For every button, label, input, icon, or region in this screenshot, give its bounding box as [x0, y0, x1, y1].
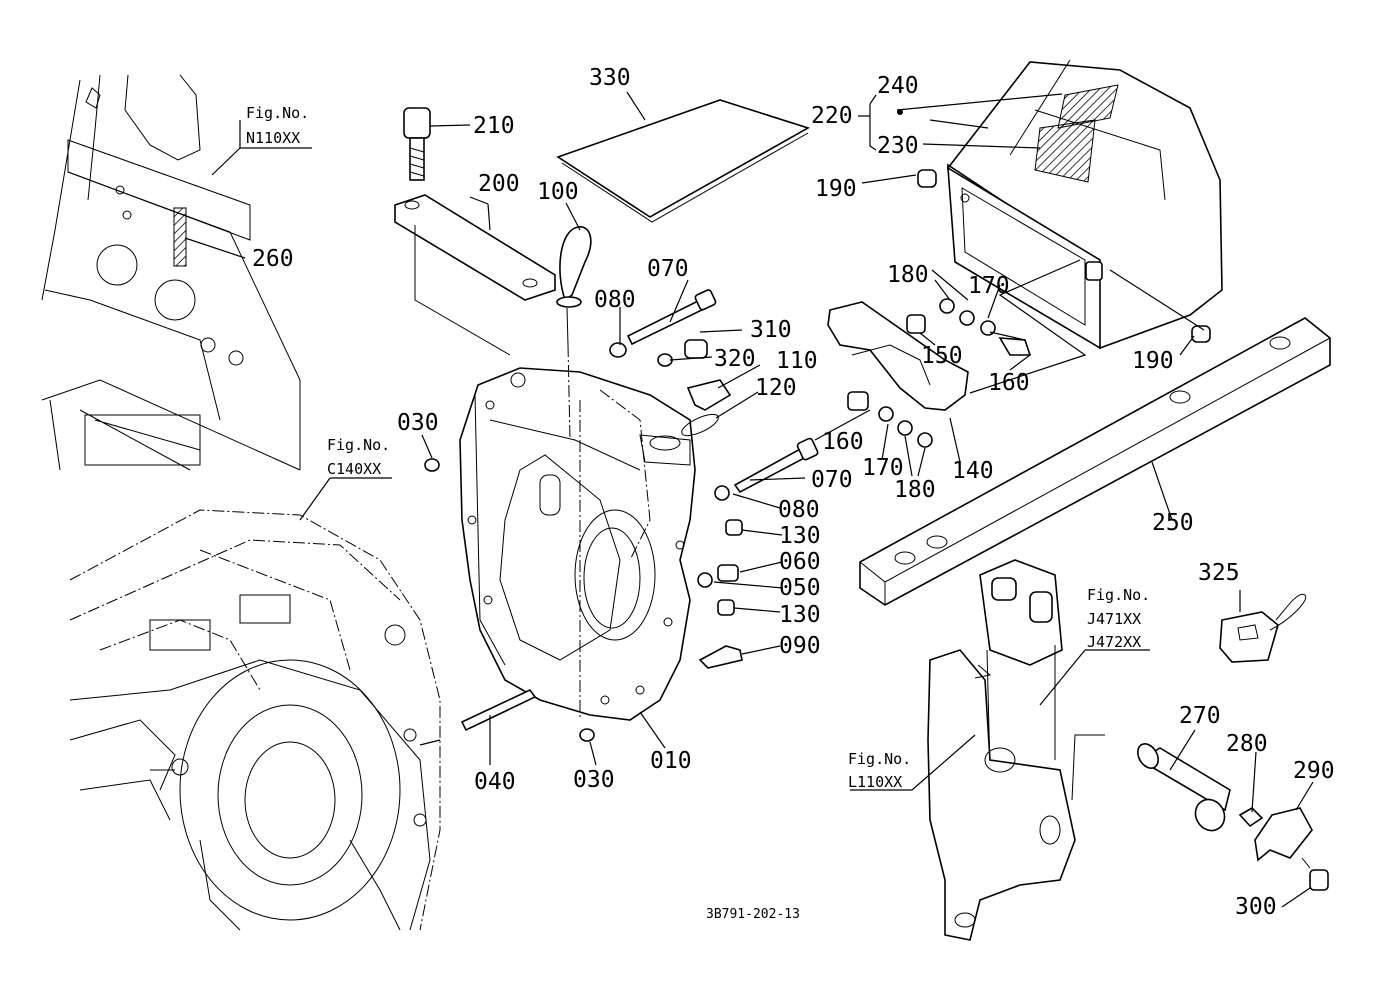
- housing-010: [459, 367, 696, 721]
- label-030-bottom: 030: [573, 767, 615, 793]
- label-160-mid: 160: [822, 429, 864, 455]
- label-220: 220: [811, 103, 853, 129]
- bolt-210: [403, 107, 431, 181]
- label-180-mid: 180: [894, 477, 936, 503]
- label-050: 050: [779, 575, 821, 601]
- label-070-mid: 070: [811, 467, 853, 493]
- label-060: 060: [779, 549, 821, 575]
- nuts-190: [917, 169, 1211, 343]
- label-150: 150: [921, 343, 963, 369]
- drawbar-250: [859, 317, 1331, 606]
- fig-references: Fig.No. N110XX Fig.No. C140XX Fig.No. J4…: [246, 104, 1150, 791]
- side-hardware: [424, 437, 819, 742]
- label-250: 250: [1152, 510, 1194, 536]
- label-290: 290: [1293, 758, 1335, 784]
- label-040: 040: [474, 769, 516, 795]
- bar-200: [394, 194, 556, 356]
- label-160-right: 160: [988, 370, 1030, 396]
- transmission-case: [69, 509, 441, 931]
- group-bullets: [897, 109, 903, 115]
- fig-n110-number: N110XX: [246, 129, 300, 147]
- label-190-top: 190: [815, 176, 857, 202]
- fig-l110-label: Fig.No.: [848, 750, 911, 768]
- label-210: 210: [473, 113, 515, 139]
- label-130-top: 130: [779, 523, 821, 549]
- fig-c140-number: C140XX: [327, 460, 381, 478]
- label-110: 110: [776, 348, 818, 374]
- bracket-140: [827, 301, 1032, 411]
- label-310: 310: [750, 317, 792, 343]
- pin-270: [1137, 743, 1329, 891]
- label-140: 140: [952, 458, 994, 484]
- fig-n110-label: Fig.No.: [246, 104, 309, 122]
- label-070-top: 070: [647, 256, 689, 282]
- label-170-top: 170: [968, 273, 1010, 299]
- diagram-code: 3B791-202-13: [706, 907, 800, 922]
- label-300: 300: [1235, 894, 1277, 920]
- label-030-top: 030: [397, 410, 439, 436]
- label-190-right: 190: [1132, 348, 1174, 374]
- cover-220: [947, 59, 1223, 350]
- fig-j472-number: J472XX: [1087, 633, 1141, 651]
- hitch-assembly: [927, 559, 1105, 941]
- clip-325: [1219, 593, 1307, 663]
- washers-170-180: [878, 298, 996, 448]
- label-090: 090: [779, 633, 821, 659]
- label-280: 280: [1226, 731, 1268, 757]
- fig-j471-number: J471XX: [1087, 610, 1141, 628]
- label-080-top: 080: [594, 287, 636, 313]
- label-130-bottom: 130: [779, 602, 821, 628]
- label-180-top: 180: [887, 262, 929, 288]
- label-170-mid: 170: [862, 455, 904, 481]
- label-260: 260: [252, 246, 294, 272]
- fig-c140-label: Fig.No.: [327, 436, 390, 454]
- label-080-mid: 080: [778, 497, 820, 523]
- owners-manual-330: [556, 99, 810, 223]
- label-120: 120: [755, 375, 797, 401]
- leader-lines: [184, 91, 1314, 908]
- label-325: 325: [1198, 560, 1240, 586]
- label-320: 320: [714, 346, 756, 372]
- frame-front-left: [41, 74, 301, 471]
- label-100: 100: [537, 179, 579, 205]
- label-270: 270: [1179, 703, 1221, 729]
- label-240: 240: [877, 73, 919, 99]
- fig-j471-label: Fig.No.: [1087, 586, 1150, 604]
- label-010: 010: [650, 748, 692, 774]
- fig-l110-number: L110XX: [848, 773, 902, 791]
- label-230: 230: [877, 133, 919, 159]
- part-labels: 330 210 200 100 220 240 230 190 260 070 …: [252, 65, 1335, 920]
- label-330: 330: [589, 65, 631, 91]
- label-200: 200: [478, 171, 520, 197]
